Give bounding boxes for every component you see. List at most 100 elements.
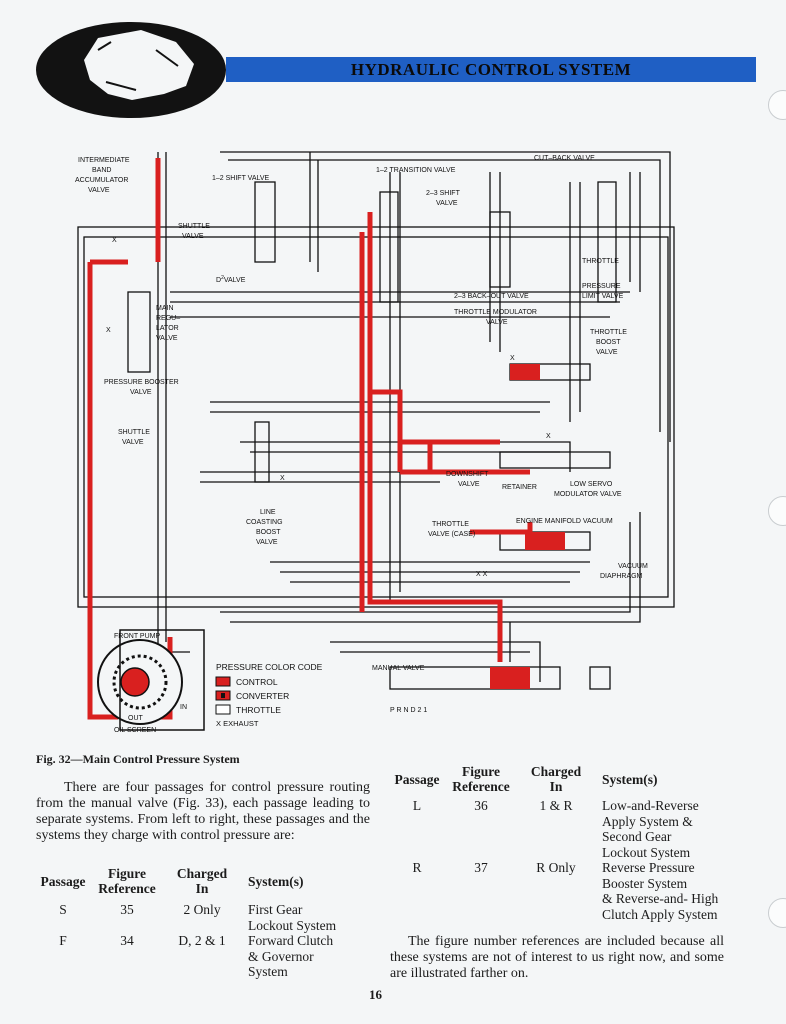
label-throttle-boost: THROTTLE (590, 329, 627, 336)
label-shuttle-valve-mid: SHUTTLE (118, 429, 150, 436)
label-intermediate-band-3: ACCUMULATOR (75, 177, 128, 184)
label-d2-valve: D2VALVE (216, 275, 246, 284)
label-2-3-shift-2: VALVE (436, 200, 458, 207)
label-2-3-backout-valve: 2–3 BACK–OUT VALVE (454, 293, 529, 300)
label-throttle-case: THROTTLE (432, 521, 469, 528)
label-1-2-transition-valve: 1–2 TRANSITION VALVE (376, 167, 456, 174)
label-pump-in: IN (180, 704, 187, 711)
label-oil-screen: OIL SCREEN (114, 727, 156, 734)
cell-passage: F (59, 933, 67, 948)
legend-swatch-throttle (215, 704, 231, 715)
cell-systems-line: Clutch Apply System (602, 906, 718, 922)
label-main-regulator-2: REGU– (156, 315, 180, 322)
front-pump-icon (97, 629, 205, 731)
exhaust-mark: X (510, 355, 515, 362)
legend-title: PRESSURE COLOR CODE (216, 662, 323, 672)
label-vacuum-diaphragm: VACUUM (618, 563, 648, 570)
col-figure-reference-line2: Reference (98, 881, 156, 896)
cell-charged: 1 & R (539, 798, 573, 813)
col-charged-in-line1: Charged (530, 764, 582, 779)
cell-charged: 2 Only (183, 902, 221, 917)
label-low-servo-2: MODULATOR VALVE (554, 491, 622, 498)
exhaust-mark: X (106, 327, 111, 334)
label-pump-out: OUT (128, 715, 144, 722)
cell-systems-line: Second Gear (602, 829, 672, 844)
label-pressure-booster-2: VALVE (130, 389, 152, 396)
exhaust-mark: X (112, 237, 117, 244)
figure-caption: Fig. 32—Main Control Pressure System (36, 752, 240, 766)
legend-swatch-control (215, 676, 231, 687)
col-figure-reference-line2: Reference (452, 779, 510, 794)
closing-paragraph: The figure number references are include… (390, 934, 724, 981)
label-vacuum-diaphragm-2: DIAPHRAGM (600, 573, 643, 580)
col-figure-reference-line1: Figure (108, 866, 146, 881)
col-passage: Passage (394, 771, 440, 787)
label-prnd21: P R N D 2 1 (390, 707, 427, 714)
label-pressure-booster: PRESSURE BOOSTER (104, 379, 179, 386)
legend-label-converter: CONVERTER (236, 691, 289, 701)
transmission-emblem-icon (36, 22, 226, 118)
label-line-coasting: LINE (260, 509, 276, 516)
col-charged-in-line2: In (195, 881, 209, 896)
col-passage: Passage (40, 873, 86, 889)
cell-systems-line: Reverse Pressure (602, 860, 695, 875)
cell-systems-line: Lockout System (248, 917, 337, 933)
label-throttle: THROTTLE (582, 258, 619, 265)
cell-passage: R (412, 860, 422, 875)
exhaust-mark: X X (476, 571, 488, 578)
cell-charged: D, 2 & 1 (178, 933, 226, 948)
label-throttle-boost-2: BOOST (596, 339, 621, 346)
cell-systems-line: Lockout System (602, 844, 691, 860)
cell-figure: 37 (474, 860, 488, 875)
binder-hole (768, 898, 786, 928)
cell-systems-line: & Reverse-and- High (602, 891, 719, 906)
cell-systems-line: System (248, 964, 288, 979)
cell-figure: 36 (474, 798, 488, 813)
cell-passage: S (59, 902, 67, 917)
label-1-2-shift-valve: 1–2 SHIFT VALVE (212, 175, 270, 182)
label-shuttle-valve-mid-2: VALVE (122, 439, 144, 446)
label-engine-manifold: ENGINE MANIFOLD VACUUM (516, 518, 613, 525)
label-2-3-shift: 2–3 SHIFT (426, 190, 461, 197)
page-number: 16 (369, 987, 382, 1002)
label-line-coasting-3: BOOST (256, 529, 281, 536)
label-main-regulator: MAIN (156, 305, 174, 312)
label-throttle-modulator-2: VALVE (486, 319, 508, 326)
legend-label-control: CONTROL (236, 677, 278, 687)
label-shuttle-valve-top: SHUTTLE (178, 223, 210, 230)
label-low-servo: LOW SERVO (570, 481, 613, 488)
binder-hole (768, 496, 786, 526)
pressure-color-legend: PRESSURE COLOR CODE CONTROL CONVERTER TH… (215, 662, 323, 728)
cell-figure: 34 (120, 933, 134, 948)
label-downshift-valve-2: VALVE (458, 481, 480, 488)
intro-paragraph: There are four passages for control pres… (36, 780, 370, 843)
cell-systems-line: Apply System & (602, 813, 693, 829)
col-charged-in-line2: In (549, 779, 563, 794)
label-downshift-valve: DOWNSHIFT (446, 471, 489, 478)
label-intermediate-band: INTERMEDIATE (78, 157, 130, 164)
label-intermediate-band-2: BAND (92, 167, 111, 174)
label-manual-valve: MANUAL VALVE (372, 665, 425, 672)
label-pressure-limit-2: LIMIT VALVE (582, 293, 624, 300)
col-figure-reference-line1: Figure (462, 764, 500, 779)
label-intermediate-band-4: VALVE (88, 187, 110, 194)
cell-systems-line: Low-and-Reverse (602, 798, 699, 813)
hydraulic-diagram: INTERMEDIATE BAND ACCUMULATOR VALVE 1–2 … (75, 151, 675, 734)
label-cut-back-valve: CUT–BACK VALVE (534, 155, 595, 162)
label-main-regulator-4: VALVE (156, 335, 178, 342)
page-title: HYDRAULIC CONTROL SYSTEM (226, 57, 756, 82)
exhaust-mark: X (280, 475, 285, 482)
cell-charged: R Only (536, 860, 576, 875)
